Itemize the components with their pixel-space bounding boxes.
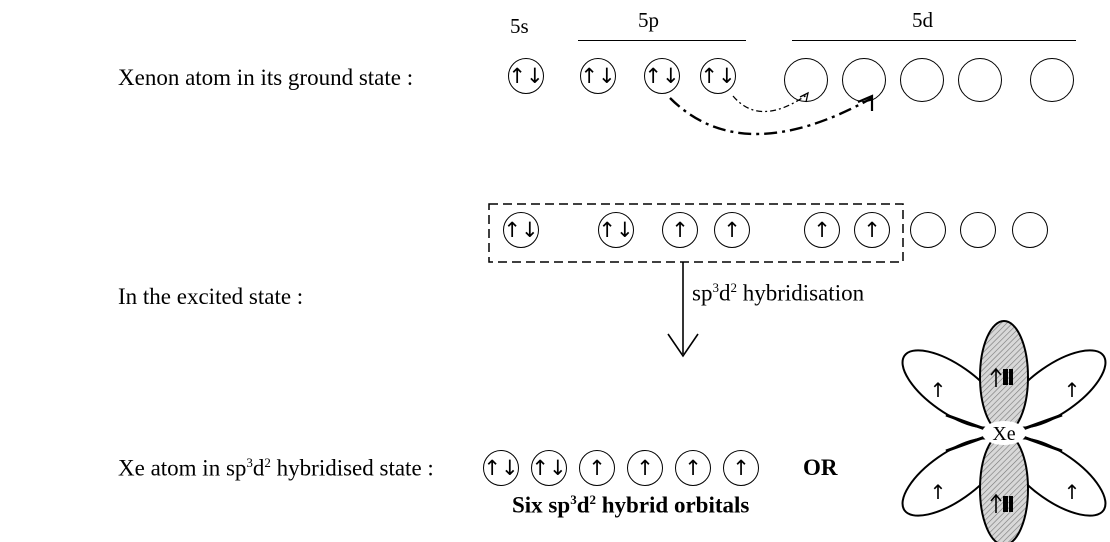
orbital-5p-1: ↑↓ — [580, 58, 616, 94]
sublevel-5s-label: 5s — [510, 14, 529, 38]
excited-orbital-6: ↑ — [854, 212, 890, 248]
lone-pair-top-icon — [990, 367, 1013, 387]
sublevel-5p-line — [578, 40, 746, 41]
hybridisation-arrow-label: sp3d2 hybridisation — [692, 280, 865, 306]
ground-state-label: Xenon atom in its ground state : — [118, 65, 414, 90]
orbital-5p-3: ↑↓ — [700, 58, 736, 94]
xe-structure: Xe ↑ ↑ ↑ ↑ — [901, 320, 1107, 542]
orbital-5d-3 — [900, 58, 944, 102]
hybrid-orbital-2: ↑↓ — [531, 450, 567, 486]
lobe-arrow-upper-right: ↑ — [1064, 378, 1081, 402]
excited-orbital-2: ↑↓ — [598, 212, 634, 248]
excited-orbital-5: ↑ — [804, 212, 840, 248]
sublevel-5p-label: 5p — [638, 8, 659, 32]
lone-pair-bottom-icon — [990, 493, 1013, 513]
hybrid-orbital-4: ↑ — [627, 450, 663, 486]
hybridisation-arrow-head — [667, 333, 699, 358]
orbital-5s: ↑↓ — [508, 58, 544, 94]
promotion-arrow-large-head — [857, 94, 874, 111]
excited-orbital-3: ↑ — [662, 212, 698, 248]
lobe-bottom-shaded — [979, 432, 1029, 542]
lobe-arrow-upper-left: ↑ — [930, 378, 947, 402]
lobe-arrow-lower-right: ↑ — [1064, 480, 1081, 504]
orbital-5d-4 — [958, 58, 1002, 102]
hybrid-orbital-3: ↑ — [579, 450, 615, 486]
excited-orbital-1: ↑↓ — [503, 212, 539, 248]
hybrid-orbitals-caption: Six sp3d2 hybrid orbitals — [512, 492, 750, 518]
hybrid-group-box — [488, 203, 904, 263]
sublevel-5d-label: 5d — [912, 8, 933, 32]
or-text: OR — [803, 455, 838, 480]
promotion-arrow-small — [732, 93, 809, 113]
sublevel-5d-line — [792, 40, 1076, 41]
xe-center-label: Xe — [992, 423, 1015, 445]
hybrid-orbital-6: ↑ — [723, 450, 759, 486]
hybrid-state-label: Xe atom in sp3d2 hybridised state : — [118, 455, 434, 481]
hybrid-orbital-1: ↑↓ — [483, 450, 519, 486]
excited-orbital-9 — [1012, 212, 1048, 248]
lobe-arrow-lower-left: ↑ — [930, 480, 947, 504]
excited-orbital-7 — [910, 212, 946, 248]
excited-state-label: In the excited state : — [118, 284, 304, 309]
orbital-5p-2: ↑↓ — [644, 58, 680, 94]
orbital-5d-5 — [1030, 58, 1074, 102]
promotion-arrow-small-head — [799, 91, 809, 103]
excited-orbital-4: ↑ — [714, 212, 750, 248]
hybrid-orbital-5: ↑ — [675, 450, 711, 486]
excited-orbital-8 — [960, 212, 996, 248]
promotion-arrow-large — [669, 96, 873, 136]
